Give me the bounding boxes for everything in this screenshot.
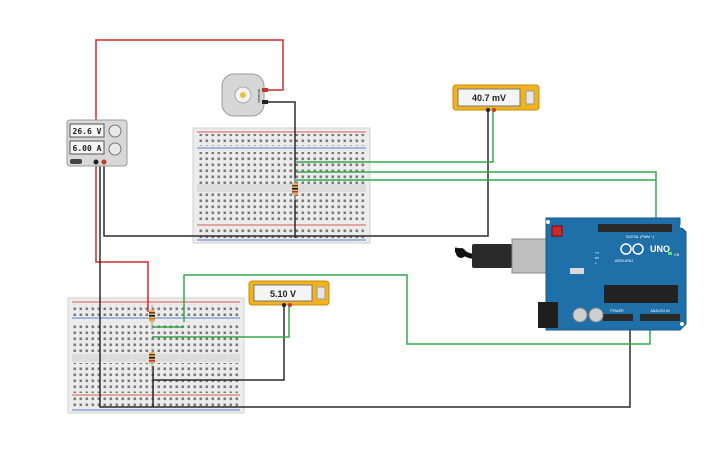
analog-header-label: ANALOG IN	[650, 309, 670, 313]
wire-black-supply-bottom[interactable]	[99, 163, 631, 408]
resistor-top[interactable]	[292, 178, 298, 200]
rx-label: RX	[595, 256, 599, 260]
l-label: L	[595, 261, 597, 265]
breadboard-top[interactable]	[192, 127, 371, 244]
on-label: ON	[674, 253, 680, 257]
arduino-model: UNO	[650, 244, 670, 254]
power-header-label: POWER	[610, 309, 624, 313]
dc-motor[interactable]: DC Motor	[221, 73, 268, 117]
terminal-positive[interactable]	[101, 159, 107, 165]
on-led	[668, 252, 672, 255]
wire-red-supply-board[interactable]	[95, 163, 149, 312]
motor-shaft-icon	[240, 92, 246, 98]
resistor-bottom-2[interactable]	[149, 348, 155, 372]
meter-bottom-reading: 5.10 V	[270, 289, 296, 299]
wire-black-meter-bottom[interactable]	[153, 305, 285, 381]
meter-top-probe-neg[interactable]	[486, 108, 490, 112]
supply-current-display: 6.00 A	[73, 144, 102, 153]
wire-green-bottom-meter[interactable]	[152, 305, 290, 338]
arduino-logo-icon-right	[632, 243, 644, 255]
wire-black-supply-top-board[interactable]	[103, 110, 489, 237]
multimeter-bottom[interactable]: 5.10 V	[248, 280, 330, 307]
reset-button[interactable]	[551, 225, 563, 237]
supply-voltage-display: 26.6 V	[73, 127, 102, 136]
power-supply[interactable]: 26.6 V 6.00 A	[66, 119, 128, 167]
voltage-knob[interactable]	[108, 124, 122, 138]
arduino-brand: ARDUINO	[615, 258, 633, 263]
multimeter-top[interactable]: 40.7 mV	[452, 84, 540, 112]
meter-bottom-probe-neg[interactable]	[282, 303, 286, 307]
tx-label: TX	[595, 251, 599, 255]
terminal-negative[interactable]	[93, 159, 99, 165]
current-knob[interactable]	[108, 142, 122, 156]
meter-top-reading: 40.7 mV	[472, 93, 506, 103]
digital-header-label: DIGITAL (PWM ~)	[626, 235, 654, 239]
usb-cable[interactable]	[454, 238, 559, 274]
breadboard-bottom[interactable]	[67, 297, 245, 414]
wire-red-supply-motor[interactable]	[95, 39, 284, 163]
motor-label: DC Motor	[257, 89, 261, 103]
wire-green-bottom-arduino[interactable]	[183, 274, 651, 345]
arduino-uno[interactable]: ARDUINO UNO DIGITAL (PWM ~) POWER ANALOG…	[454, 217, 687, 331]
meter-bottom-probe-pos[interactable]	[288, 303, 292, 307]
meter-top-probe-pos[interactable]	[492, 108, 496, 112]
wire-green-top-meter[interactable]	[296, 110, 494, 163]
resistor-bottom-1[interactable]	[149, 305, 155, 330]
arduino-logo-icon	[620, 243, 632, 255]
